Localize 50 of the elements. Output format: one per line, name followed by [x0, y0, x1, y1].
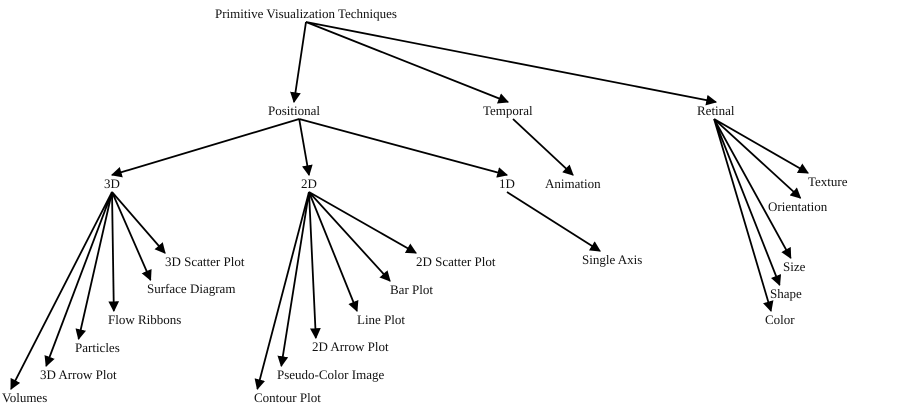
tree-node-label: Volumes: [2, 390, 48, 405]
tree-node-label: Orientation: [768, 199, 828, 214]
arrow: [108, 192, 120, 312]
arrow: [714, 118, 802, 199]
arrow: [713, 118, 792, 259]
tree-node-label: Surface Diagram: [147, 281, 236, 296]
tree-node-label: Shape: [770, 286, 802, 301]
tree-node-label: Pseudo-Color Image: [277, 367, 384, 382]
tree-node-label: Temporal: [483, 103, 533, 118]
tree-node-label: Flow Ribbons: [108, 312, 182, 327]
arrow: [254, 192, 310, 390]
arrow: [111, 192, 152, 281]
tree-node-label: 2D: [301, 176, 317, 191]
arrow: [111, 191, 166, 254]
arrow: [713, 118, 774, 312]
tree-node-label: 2D Scatter Plot: [416, 254, 496, 269]
arrow: [306, 21, 509, 104]
tree-node-label: Line Plot: [357, 312, 406, 327]
tree-node-label: Animation: [545, 176, 601, 191]
tree-node-label: Particles: [75, 340, 120, 355]
tree-node-label: Size: [783, 259, 806, 274]
tree-node-label: Bar Plot: [390, 282, 433, 297]
tree-node-label: 3D: [104, 176, 120, 191]
arrow: [44, 192, 113, 367]
tree-node-label: Color: [765, 312, 795, 327]
tree-node-label: Retinal: [697, 103, 735, 118]
tree-node-label: 3D Scatter Plot: [165, 254, 244, 269]
tree-node-label: 3D Arrow Plot: [40, 367, 117, 382]
tree-node-label: Single Axis: [582, 252, 642, 267]
arrow: [277, 192, 310, 368]
arrow: [506, 191, 601, 252]
arrow: [308, 191, 391, 282]
arrow: [76, 192, 113, 340]
tree-node-label: Primitive Visualization Techniques: [215, 6, 397, 21]
arrow: [512, 118, 574, 176]
tree-node-label: Texture: [808, 174, 848, 189]
arrow: [306, 21, 718, 106]
arrow: [308, 192, 358, 312]
arrow: [298, 118, 313, 176]
arrow: [10, 192, 113, 390]
arrow: [110, 118, 300, 178]
tree-node-label: Contour Plot: [254, 390, 321, 405]
arrow: [714, 118, 809, 174]
tree-node-label: Positional: [268, 103, 320, 118]
arrow: [290, 22, 307, 104]
arrow: [298, 118, 508, 178]
arrow: [713, 118, 782, 286]
tree-node-label: 2D Arrow Plot: [312, 339, 389, 354]
tree-node-label: 1D: [499, 176, 515, 191]
arrow: [308, 191, 417, 254]
